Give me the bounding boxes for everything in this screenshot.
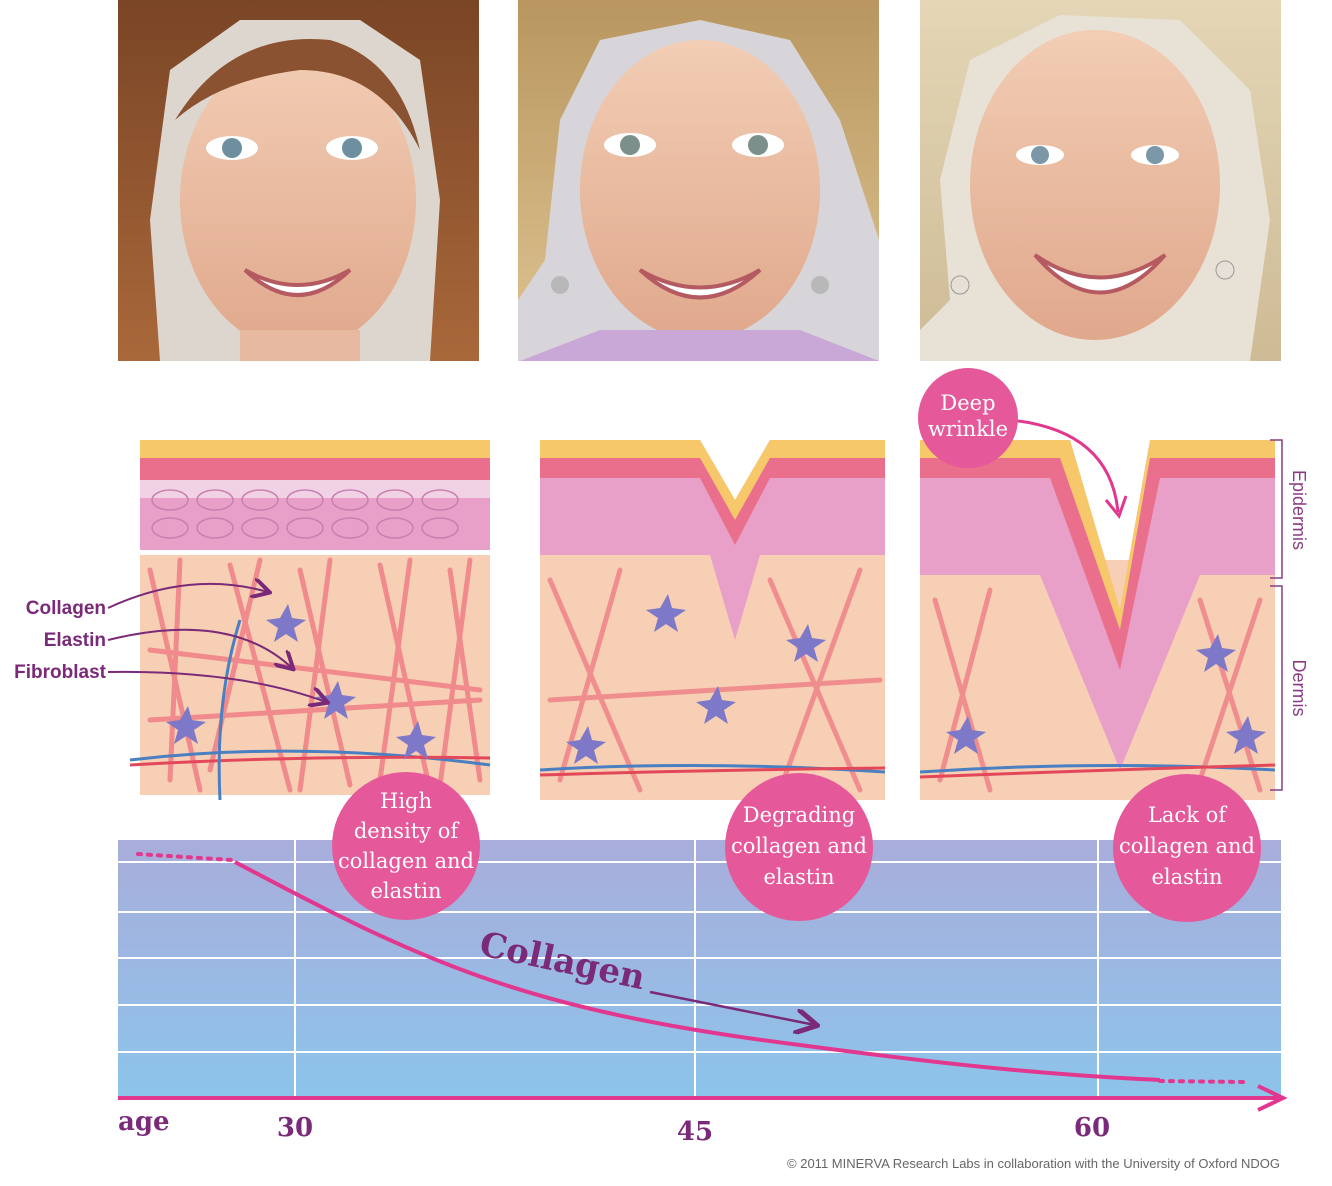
face-photo-age-45 bbox=[518, 0, 879, 361]
bubble-young-line-1: High bbox=[380, 789, 432, 813]
skin-section-young bbox=[129, 440, 491, 801]
bubble-young-line-2: density of bbox=[354, 819, 461, 843]
bubble-old bbox=[1113, 774, 1261, 922]
x-tick-45: 45 bbox=[677, 1117, 713, 1147]
collagen-label: Collagen bbox=[26, 598, 106, 619]
collagen-chart bbox=[118, 840, 1288, 1112]
bubble-middle bbox=[725, 773, 873, 921]
bubble-old-line-1: Lack of bbox=[1148, 803, 1228, 827]
bubble-old-line-3: elastin bbox=[1151, 865, 1222, 889]
deep-wrinkle-line-1: Deep bbox=[940, 391, 995, 415]
collagen-curve bbox=[234, 860, 1161, 1082]
skin-section-middle bbox=[539, 440, 886, 800]
x-axis-label: age bbox=[118, 1107, 170, 1137]
fibroblast-label: Fibroblast bbox=[14, 662, 107, 683]
collagen-curve-start-dots bbox=[136, 852, 234, 862]
bubble-old-line-2: collagen and bbox=[1119, 834, 1255, 858]
x-tick-60: 60 bbox=[1074, 1113, 1110, 1143]
bubble-middle-line-2: collagen and bbox=[731, 834, 867, 858]
bubble-deep-wrinkle bbox=[918, 368, 1018, 468]
bubble-young bbox=[332, 772, 480, 920]
deep-wrinkle-line-2: wrinkle bbox=[928, 417, 1008, 441]
bubble-young-line-3: collagen and bbox=[338, 849, 474, 873]
collagen-curve-end-dots bbox=[1158, 1079, 1250, 1084]
layer-brackets bbox=[1270, 439, 1283, 791]
face-photo-age-60 bbox=[920, 0, 1281, 361]
bubble-middle-line-1: Degrading bbox=[743, 803, 855, 827]
bubble-young-line-4: elastin bbox=[370, 879, 441, 903]
pointer-arrows bbox=[107, 584, 326, 702]
wrinkle-arrow bbox=[1009, 418, 1120, 513]
face-photo-age-30 bbox=[118, 0, 479, 361]
collagen-label-arrow bbox=[649, 990, 815, 1025]
epidermis-label: Epidermis bbox=[1289, 470, 1309, 550]
x-tick-30: 30 bbox=[277, 1113, 313, 1143]
elastin-label: Elastin bbox=[44, 630, 106, 651]
copyright-footer: © 2011 MINERVA Research Labs in collabor… bbox=[787, 1156, 1280, 1171]
skin-section-old bbox=[919, 440, 1276, 800]
fibroblast-star-icon bbox=[166, 604, 436, 759]
bubble-middle-line-3: elastin bbox=[763, 865, 834, 889]
dermis-label: Dermis bbox=[1289, 660, 1309, 717]
